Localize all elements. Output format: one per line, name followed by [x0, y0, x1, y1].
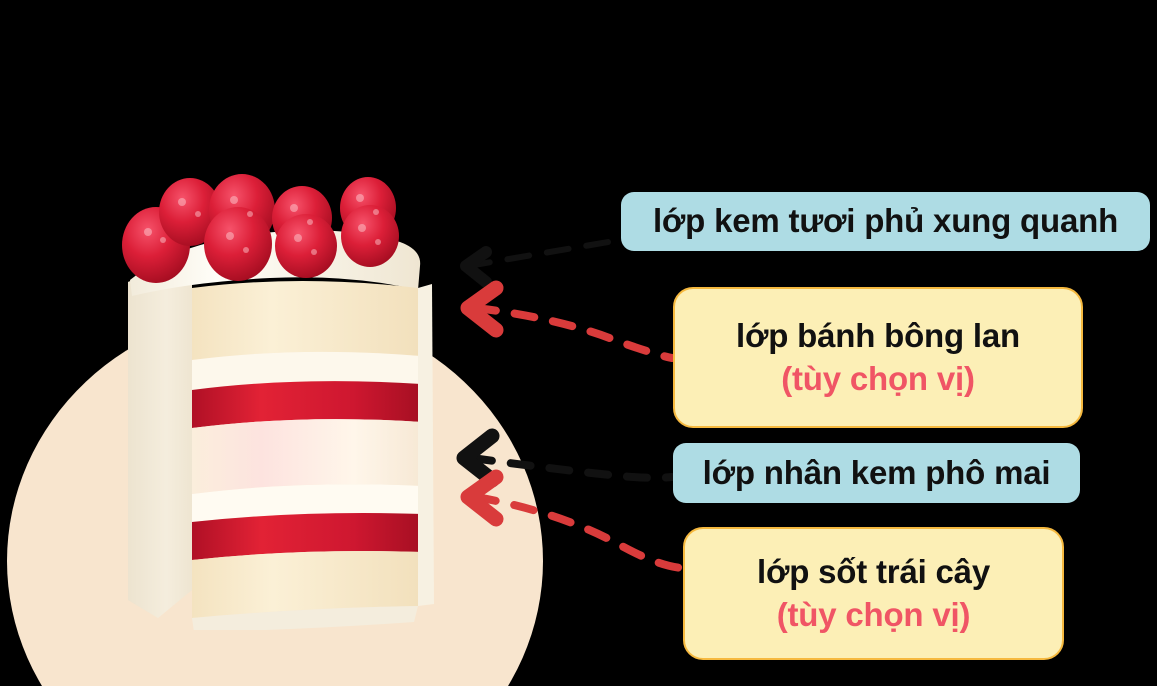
label-sponge-sub: (tùy chọn vị) [781, 359, 975, 397]
label-fruit-sauce-layer[interactable]: lớp sốt trái cây (tùy chọn vị) [683, 527, 1064, 660]
label-sponge-main: lớp bánh bông lan [735, 317, 1021, 355]
layer-cream-2 [192, 484, 423, 522]
label-cheese-main: lớp nhân kem phô mai [702, 453, 1051, 491]
layer-bottom-frosting [192, 606, 418, 630]
layer-jam-1 [192, 381, 422, 428]
cake-slice-illustration [122, 174, 434, 630]
label-sauce-sub: (tùy chọn vị) [776, 595, 971, 633]
cake-right-frosting-edge [418, 284, 434, 606]
layer-sponge-bottom [192, 551, 422, 618]
layer-cheese [192, 419, 423, 494]
raspberry-toppings [122, 174, 399, 283]
label-sponge-layer[interactable]: lớp bánh bông lan (tùy chọn vị) [673, 287, 1083, 428]
label-cream-cheese-layer[interactable]: lớp nhân kem phô mai [673, 443, 1080, 503]
cake-left-frosting-face [128, 256, 192, 618]
cake-figure [0, 170, 560, 686]
cake-cut-face-layers [192, 281, 423, 630]
layer-jam-2 [192, 513, 423, 560]
label-cream-main: lớp kem tươi phủ xung quanh [652, 202, 1119, 240]
layer-cream-1 [192, 351, 421, 390]
label-outer-cream-layer[interactable]: lớp kem tươi phủ xung quanh [621, 192, 1150, 251]
layer-sponge-top [192, 281, 420, 360]
label-sauce-main: lớp sốt trái cây [756, 553, 990, 591]
